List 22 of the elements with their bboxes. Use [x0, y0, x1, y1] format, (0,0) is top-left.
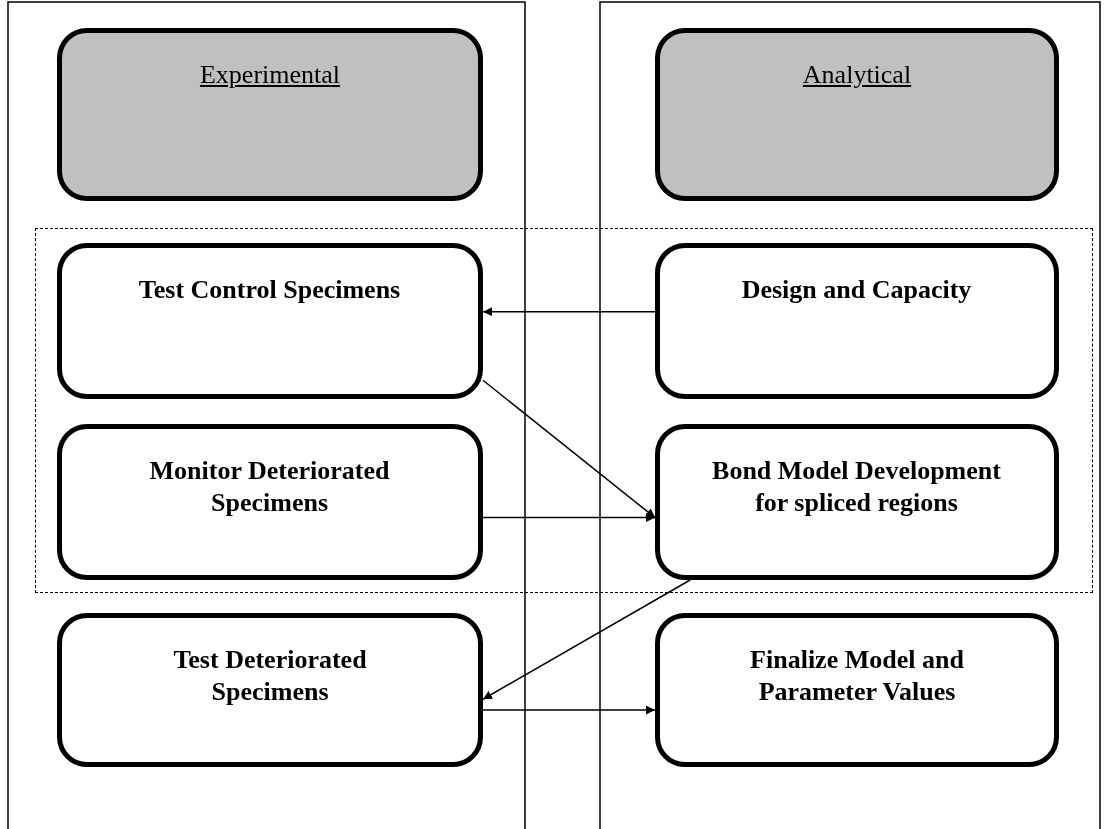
process-box	[56, 242, 483, 399]
lane-header-box	[655, 28, 1059, 201]
arrow	[482, 379, 656, 519]
lane-header-box	[57, 28, 483, 201]
process-label: Finalize Model and Parameter Values	[749, 644, 965, 708]
process-box	[56, 423, 483, 580]
process-label: Test Deteriorated Specimens	[172, 644, 368, 708]
dashed-group-box	[35, 228, 1093, 593]
process-box	[655, 613, 1059, 767]
arrow	[482, 579, 691, 700]
process-box	[654, 423, 1059, 580]
process-label: Design and Capacity	[741, 273, 972, 306]
arrow	[482, 307, 656, 317]
process-label: Bond Model Development for spliced regions	[711, 454, 1002, 519]
process-box	[654, 242, 1059, 399]
lane-title: Analytical	[802, 59, 912, 91]
process-label: Test Control Specimens	[138, 273, 401, 306]
process-label: Monitor Deteriorated Specimens	[148, 454, 391, 519]
lane-title: Experimental	[199, 59, 341, 91]
arrow	[482, 705, 656, 715]
process-box	[57, 613, 483, 767]
arrow	[482, 513, 656, 523]
